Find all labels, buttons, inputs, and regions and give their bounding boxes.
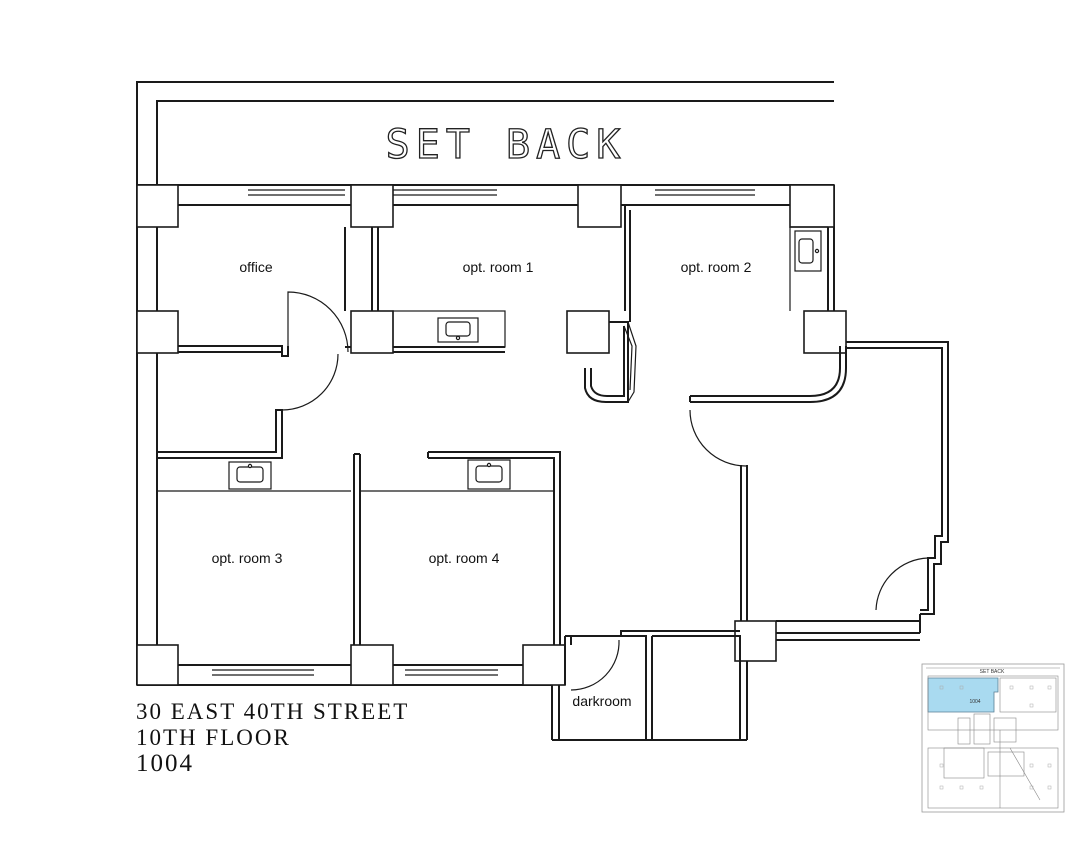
room-label-office: office: [239, 259, 272, 275]
setback-label: SET BACK: [386, 122, 627, 168]
room-label-opt-room-2: opt. room 2: [681, 259, 752, 275]
key-plan-suite-label: 1004: [969, 699, 980, 705]
address-suite: 1004: [136, 750, 194, 777]
sink-icon: [437, 317, 479, 343]
columns: [136, 184, 847, 686]
sinks: [228, 230, 822, 490]
doors: [281, 291, 929, 691]
room-label-opt-room-3: opt. room 3: [212, 550, 283, 566]
room-labels: office opt. room 1 opt. room 2 opt. room…: [212, 259, 752, 709]
address-street: 30 EAST 40TH STREET: [136, 699, 410, 724]
sink-icon: [794, 230, 822, 272]
key-plan: SET BACK 1004: [921, 663, 1065, 813]
room-label-opt-room-1: opt. room 1: [463, 259, 534, 275]
address-floor: 10TH FLOOR: [136, 725, 291, 750]
room-label-opt-room-4: opt. room 4: [429, 550, 500, 566]
sink-icon: [467, 459, 511, 490]
key-plan-suite-highlight: [927, 677, 999, 713]
interior-walls: [157, 205, 949, 741]
room-label-darkroom: darkroom: [572, 693, 631, 709]
key-plan-setback-label: SET BACK: [980, 669, 1005, 675]
sink-icon: [228, 461, 272, 490]
setback-area: SET BACK: [136, 81, 834, 685]
